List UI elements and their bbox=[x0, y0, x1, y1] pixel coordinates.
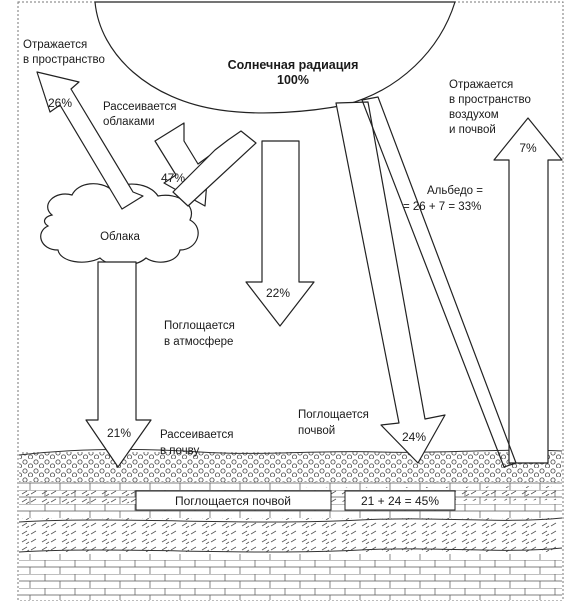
arrow-scattered-soil bbox=[85, 261, 152, 468]
reflected-space-value: 26% bbox=[48, 96, 72, 110]
arrow-cloud-outflow bbox=[172, 130, 257, 207]
arrow-absorbed-soil bbox=[335, 101, 446, 464]
albedo-line2: = 26 + 7 = 33% bbox=[403, 201, 481, 213]
arrow-reflected-clouds bbox=[36, 71, 144, 210]
scattered-soil-value: 21% bbox=[107, 426, 131, 440]
dash-layer-top-line bbox=[18, 517, 563, 523]
cloud-label: Облака bbox=[100, 231, 140, 243]
absorbed-soil-value: 24% bbox=[402, 430, 426, 444]
arrow-reflected-air bbox=[493, 117, 563, 464]
pebble-layer bbox=[19, 452, 562, 482]
absorbed-box-label: Поглощается почвой bbox=[175, 494, 291, 508]
scattered-clouds-line1: Рассеивается bbox=[103, 101, 177, 113]
ray-to-ground bbox=[361, 96, 517, 468]
albedo-line1: Альбедо = bbox=[427, 185, 483, 197]
absorbed-soil-line1: Поглощается bbox=[298, 409, 369, 421]
reflected-air-line4: и почвой bbox=[449, 124, 496, 136]
scattered-clouds-value: 47% bbox=[161, 171, 185, 185]
scattered-clouds-line2: облаками bbox=[103, 116, 155, 128]
sun-title-line1: Солнечная радиация bbox=[228, 58, 359, 72]
dash-layer bbox=[19, 518, 562, 554]
sum-box-label: 21 + 24 = 45% bbox=[361, 494, 439, 508]
scattered-soil-line2: в почву bbox=[160, 445, 200, 457]
absorbed-box bbox=[135, 490, 332, 511]
reflected-space-line2: в пространство bbox=[23, 54, 105, 66]
lower-brick-layer bbox=[19, 554, 562, 600]
reflected-air-value: 7% bbox=[519, 141, 537, 155]
sun-title-line2: 100% bbox=[277, 73, 309, 87]
arrow-absorbed-atmosphere bbox=[245, 140, 315, 327]
sun-shape bbox=[94, 1, 456, 114]
absorbed-soil-line2: почвой bbox=[298, 425, 335, 437]
absorbed-atmosphere-line2: в атмосфере bbox=[164, 336, 233, 348]
scattered-soil-line1: Рассеивается bbox=[160, 429, 234, 441]
ground-layers bbox=[18, 448, 563, 600]
reflected-air-line3: воздухом bbox=[449, 109, 499, 121]
dash-layer-bottom-line bbox=[18, 547, 563, 553]
absorbed-atmosphere-line1: Поглощается bbox=[164, 320, 235, 332]
absorbed-atmosphere-value: 22% bbox=[266, 286, 290, 300]
reflected-air-line1: Отражается bbox=[449, 79, 513, 91]
reflected-space-line1: Отражается bbox=[23, 39, 87, 51]
reflected-air-line2: в пространство bbox=[449, 94, 531, 106]
sum-box bbox=[344, 490, 456, 511]
cloud-shape bbox=[40, 183, 199, 267]
